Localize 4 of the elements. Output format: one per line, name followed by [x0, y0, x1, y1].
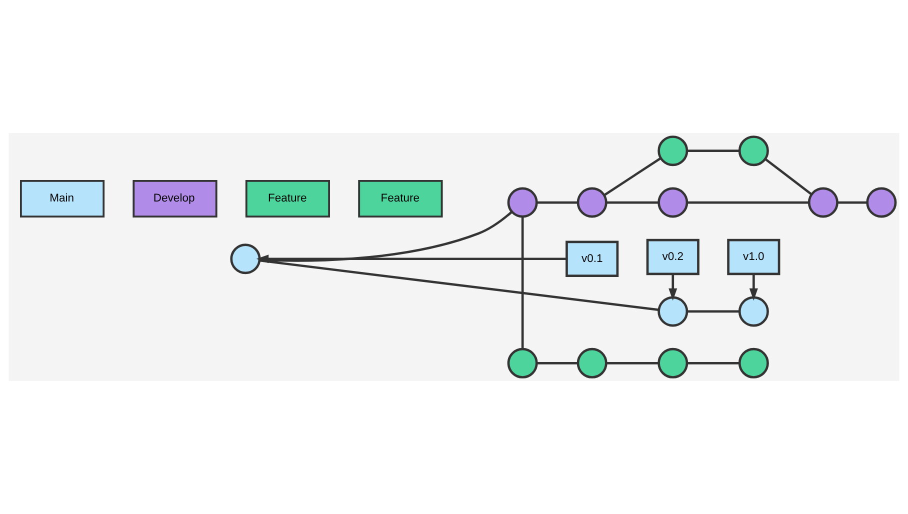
legend-label: Main: [50, 192, 74, 205]
legend-label: Feature: [268, 192, 307, 205]
legend-label: Develop: [153, 192, 195, 205]
legend-label: Feature: [380, 192, 420, 205]
